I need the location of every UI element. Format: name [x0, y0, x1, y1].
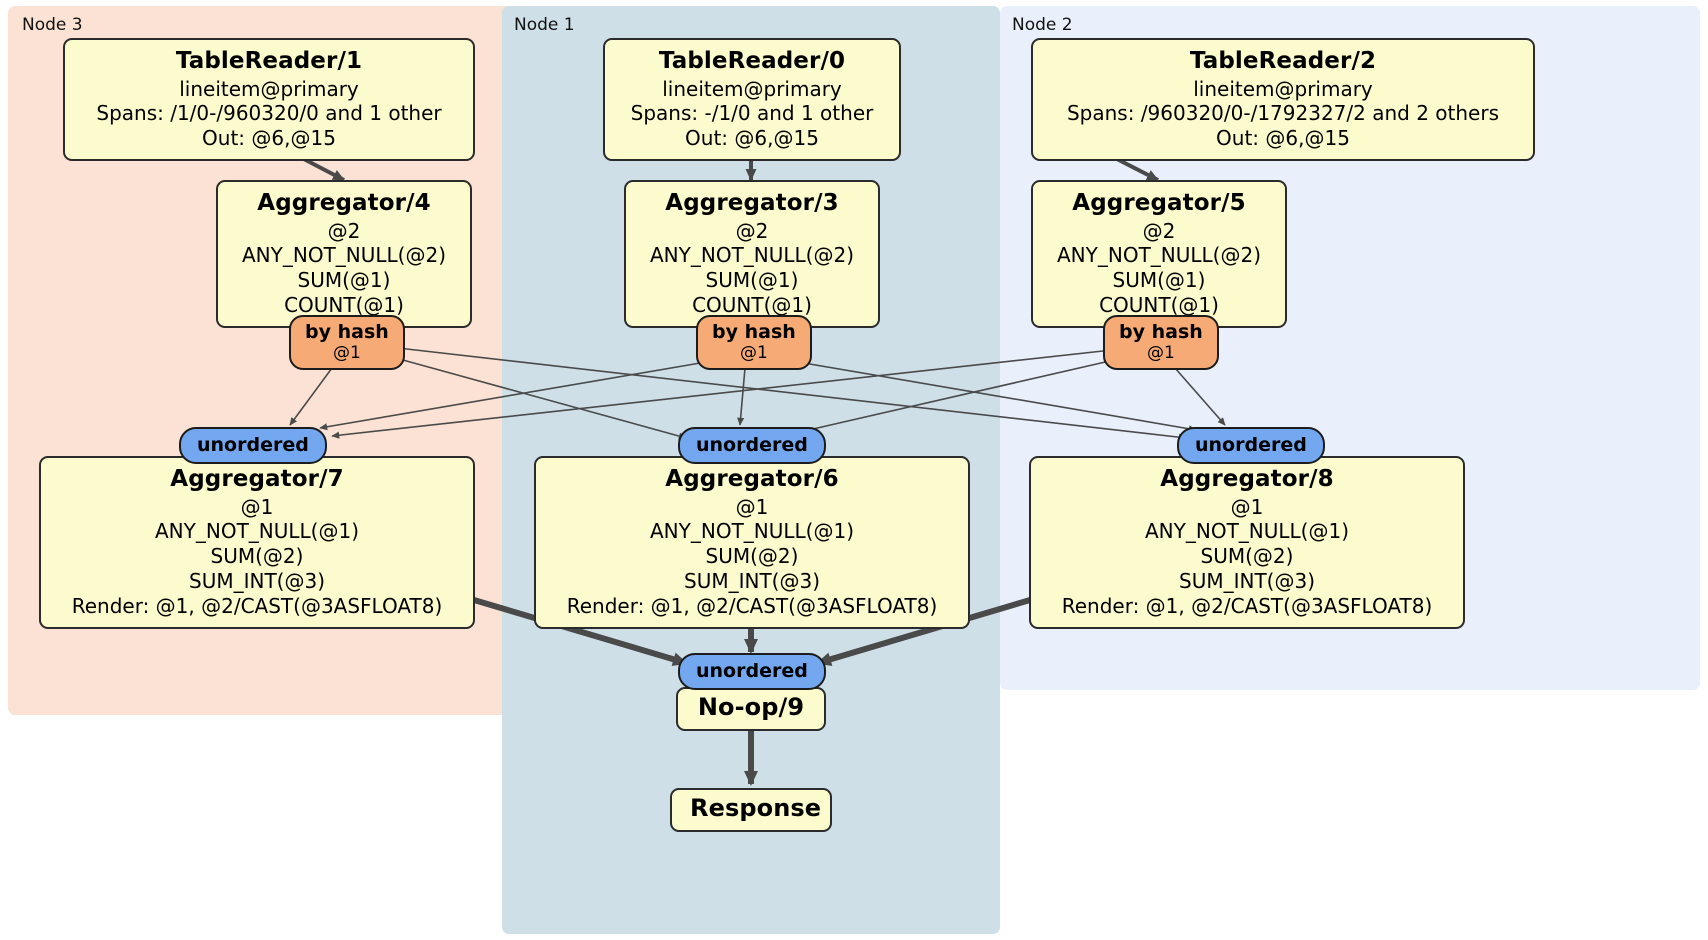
processor-detail: SUM(@1) — [705, 268, 799, 293]
processor-detail: SUM(@1) — [1112, 268, 1206, 293]
processor-detail: ANY_NOT_NULL(@2) — [242, 243, 446, 268]
processor-detail: lineitem@primary — [179, 76, 359, 101]
processor-title: Aggregator/8 — [1160, 466, 1334, 492]
synchronizer-mid[interactable]: unordered — [678, 427, 826, 465]
router-title: by hash — [305, 321, 389, 343]
processor-title: Aggregator/7 — [170, 466, 344, 492]
processor-detail: @1 — [735, 494, 769, 519]
processor-title: TableReader/1 — [175, 48, 363, 74]
hash-router-mid[interactable]: by hash @1 — [696, 315, 812, 371]
processor-detail: Out: @6,@15 — [202, 126, 336, 151]
processor-detail: Spans: -/1/0 and 1 other — [630, 101, 874, 126]
processor-detail: ANY_NOT_NULL(@1) — [650, 519, 854, 544]
synchronizer-right[interactable]: unordered — [1177, 427, 1325, 465]
processor-table-reader-2[interactable]: TableReader/2 lineitem@primary Spans: /9… — [1031, 38, 1535, 161]
processor-detail: ANY_NOT_NULL(@2) — [1057, 243, 1261, 268]
synchronizer-left[interactable]: unordered — [179, 427, 327, 465]
hash-router-right[interactable]: by hash @1 — [1103, 315, 1219, 371]
processor-detail: ANY_NOT_NULL(@1) — [1145, 519, 1349, 544]
processor-detail: SUM_INT(@3) — [1179, 568, 1315, 593]
processor-title: TableReader/0 — [658, 48, 846, 74]
processor-detail: SUM(@2) — [1200, 544, 1294, 569]
synchronizer-title: unordered — [1195, 434, 1307, 456]
processor-detail: SUM(@2) — [210, 544, 304, 569]
processor-detail: Render: @1, @2/CAST(@3ASFLOAT8) — [1061, 593, 1433, 618]
processor-detail: @1 — [1230, 494, 1264, 519]
processor-detail: COUNT(@1) — [1099, 292, 1219, 317]
processor-title: Aggregator/5 — [1072, 190, 1246, 216]
hash-router-left[interactable]: by hash @1 — [289, 315, 405, 371]
processor-aggregator-5[interactable]: Aggregator/5 @2 ANY_NOT_NULL(@2) SUM(@1)… — [1031, 180, 1287, 328]
processor-detail: Spans: /960320/0-/1792327/2 and 2 others — [1066, 101, 1499, 126]
router-subtitle: @1 — [332, 343, 361, 364]
processor-detail: SUM_INT(@3) — [189, 568, 325, 593]
router-subtitle: @1 — [1146, 343, 1175, 364]
processor-detail: SUM(@1) — [297, 268, 391, 293]
router-subtitle: @1 — [739, 343, 768, 364]
processor-detail: Out: @6,@15 — [685, 126, 819, 151]
processor-title: TableReader/2 — [1189, 48, 1377, 74]
router-title: by hash — [1119, 321, 1203, 343]
processor-detail: Spans: /1/0-/960320/0 and 1 other — [96, 101, 442, 126]
processor-aggregator-8[interactable]: Aggregator/8 @1 ANY_NOT_NULL(@1) SUM(@2)… — [1029, 456, 1465, 629]
processor-title: Aggregator/3 — [665, 190, 839, 216]
processor-detail: ANY_NOT_NULL(@1) — [155, 519, 359, 544]
node-label-node1: Node 1 — [514, 15, 575, 35]
synchronizer-final[interactable]: unordered — [678, 653, 826, 691]
processor-aggregator-3[interactable]: Aggregator/3 @2 ANY_NOT_NULL(@2) SUM(@1)… — [624, 180, 880, 328]
processor-detail: Render: @1, @2/CAST(@3ASFLOAT8) — [71, 593, 443, 618]
processor-title: No-op/9 — [697, 693, 805, 721]
processor-title: Aggregator/4 — [257, 190, 431, 216]
processor-table-reader-0[interactable]: TableReader/0 lineitem@primary Spans: -/… — [603, 38, 901, 161]
processor-aggregator-7[interactable]: Aggregator/7 @1 ANY_NOT_NULL(@1) SUM(@2)… — [39, 456, 475, 629]
processor-detail: ANY_NOT_NULL(@2) — [650, 243, 854, 268]
processor-title: Aggregator/6 — [665, 466, 839, 492]
node-label-node3: Node 3 — [22, 15, 83, 35]
processor-detail: SUM(@2) — [705, 544, 799, 569]
processor-detail: lineitem@primary — [1193, 76, 1373, 101]
processor-noop-9[interactable]: No-op/9 — [676, 687, 826, 731]
processor-detail: COUNT(@1) — [284, 292, 404, 317]
processor-response[interactable]: Response — [670, 788, 832, 832]
processor-detail: @2 — [1142, 218, 1176, 243]
processor-detail: @2 — [735, 218, 769, 243]
node-label-node2: Node 2 — [1012, 15, 1073, 35]
processor-aggregator-4[interactable]: Aggregator/4 @2 ANY_NOT_NULL(@2) SUM(@1)… — [216, 180, 472, 328]
processor-detail: Render: @1, @2/CAST(@3ASFLOAT8) — [566, 593, 938, 618]
router-title: by hash — [712, 321, 796, 343]
processor-detail: Out: @6,@15 — [1216, 126, 1350, 151]
processor-detail: SUM_INT(@3) — [684, 568, 820, 593]
processor-detail: lineitem@primary — [662, 76, 842, 101]
synchronizer-title: unordered — [696, 434, 808, 456]
processor-aggregator-6[interactable]: Aggregator/6 @1 ANY_NOT_NULL(@1) SUM(@2)… — [534, 456, 970, 629]
processor-detail: @2 — [327, 218, 361, 243]
processor-title: Response — [690, 794, 822, 822]
synchronizer-title: unordered — [696, 660, 808, 682]
processor-detail: COUNT(@1) — [692, 292, 812, 317]
synchronizer-title: unordered — [197, 434, 309, 456]
processor-detail: @1 — [240, 494, 274, 519]
processor-table-reader-1[interactable]: TableReader/1 lineitem@primary Spans: /1… — [63, 38, 475, 161]
